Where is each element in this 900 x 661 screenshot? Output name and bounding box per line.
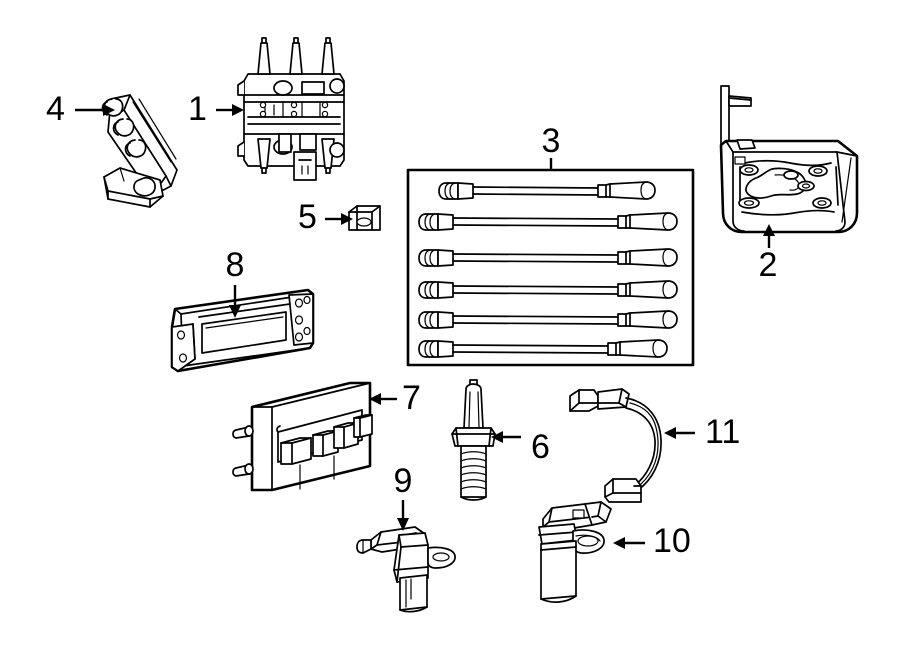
spark-plug-wire [438,181,656,200]
callout-leader-11 [664,427,695,439]
callout-leader-1 [216,104,244,116]
callout-number-11: 11 [705,413,740,451]
callout-number-5: 5 [298,198,317,236]
callout-leader-6 [491,431,521,443]
callout-number-8: 8 [226,246,245,284]
callout-number-1: 1 [188,90,207,128]
part-spark-plug[interactable] [451,379,496,501]
spark-plug-wire [418,339,668,358]
callout-leader-5 [325,213,353,225]
callout-leader-2 [763,224,775,248]
callout-number-2: 2 [759,246,778,284]
part-spark-plug-wire-set[interactable] [406,168,695,367]
part-mounting-bracket[interactable] [719,85,859,234]
spark-plug-wire [418,248,678,267]
callout-number-3: 3 [542,122,561,160]
part-knock-sensor-wire-harness[interactable] [569,388,662,503]
spark-plug-wire [418,310,678,329]
part-wire-separator-holder[interactable] [101,94,178,208]
spark-plug-wire [418,280,678,299]
callout-number-7: 7 [402,379,421,417]
callout-leader-7 [369,393,397,405]
callout-leader-4 [75,104,115,116]
callout-leader-9 [397,500,409,531]
callout-number-6: 6 [531,428,550,466]
spark-plug-wire [418,212,678,231]
callout-leader-10 [613,537,645,549]
part-crankshaft-position-sensor[interactable] [538,501,612,603]
part-ecm-mounting-bracket[interactable] [170,288,315,373]
callout-leader-8 [229,285,241,318]
part-camshaft-position-sensor[interactable] [356,526,456,613]
part-ignition-coil-pack[interactable] [237,37,345,181]
callout-number-10: 10 [653,522,691,560]
part-engine-control-module[interactable] [232,381,373,492]
part-cap-plug[interactable] [348,205,381,231]
callout-number-4: 4 [46,90,65,128]
callout-number-9: 9 [394,462,413,500]
